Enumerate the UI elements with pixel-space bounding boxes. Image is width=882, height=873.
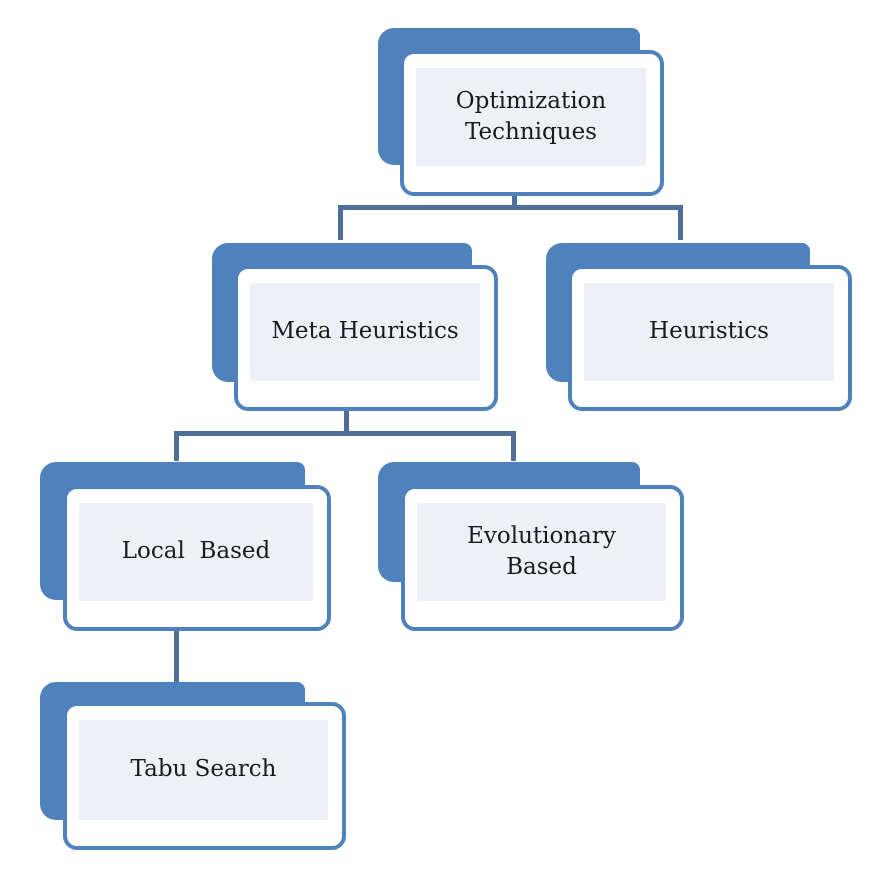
connector-root-horizontal bbox=[338, 205, 683, 210]
connector-meta-horizontal bbox=[174, 431, 516, 436]
node-label: Local Based bbox=[79, 503, 313, 601]
node-label: Evolutionary Based bbox=[417, 503, 666, 601]
node-label: Optimization Techniques bbox=[416, 68, 646, 166]
node-tabu-search: Tabu Search bbox=[63, 702, 346, 850]
connector-root-down bbox=[512, 195, 517, 209]
node-label: Heuristics bbox=[584, 283, 834, 381]
connector-local-to-tabu bbox=[174, 628, 179, 683]
connector-to-meta bbox=[338, 205, 343, 240]
connector-to-local bbox=[174, 431, 179, 461]
node-heuristics: Heuristics bbox=[568, 265, 852, 411]
node-label: Tabu Search bbox=[79, 720, 328, 820]
node-evolutionary-based: Evolutionary Based bbox=[401, 485, 684, 631]
node-local-based: Local Based bbox=[63, 485, 331, 631]
connector-meta-down bbox=[344, 408, 349, 436]
connector-to-heuristics bbox=[678, 205, 683, 240]
node-optimization-techniques: Optimization Techniques bbox=[400, 50, 664, 196]
node-label: Meta Heuristics bbox=[250, 283, 480, 381]
node-meta-heuristics: Meta Heuristics bbox=[234, 265, 498, 411]
connector-to-evolutionary bbox=[511, 431, 516, 461]
